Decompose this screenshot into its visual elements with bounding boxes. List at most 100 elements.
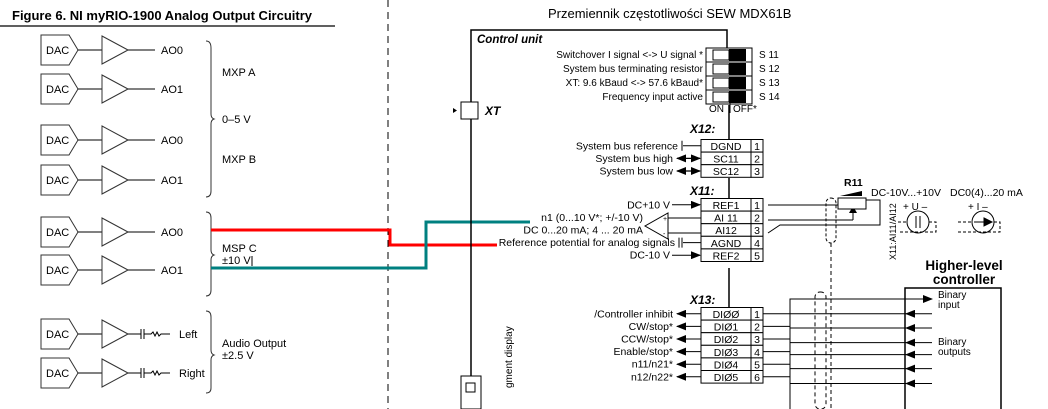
resistor-icon [144, 369, 170, 377]
binary-input-wire [789, 295, 933, 409]
terminal-name: AI12 [715, 225, 737, 237]
controller-title-1: Higher-level [925, 258, 1002, 273]
cable-shield-x13 [814, 291, 827, 409]
dac-block [40, 34, 79, 66]
xt-connector [460, 101, 479, 120]
group-label-msp-c: MSP C [222, 243, 257, 255]
resistor-icon [144, 330, 170, 338]
brace-mxp [205, 40, 216, 198]
segment-display-pin [465, 382, 476, 393]
binary-input-label-2: input [938, 300, 960, 311]
terminal-description: /Controller inhibit [594, 308, 673, 320]
dip-switch[interactable]: Switchover I signal <-> U signal * S 11 [556, 47, 779, 63]
terminal-name: DIØ2 [714, 334, 739, 346]
switch-toggle[interactable] [729, 77, 746, 89]
switch-id: S 13 [759, 78, 780, 89]
amplifier-icon [101, 35, 130, 65]
switch-id: S 12 [759, 64, 780, 75]
pin-number: 3 [754, 334, 760, 346]
switch-toggle[interactable] [729, 63, 746, 75]
control-unit-label: Control unit [477, 34, 543, 46]
dip-switch-block: Switchover I signal <-> U signal * S 11Sy… [556, 47, 780, 105]
plus-sign: + [663, 216, 667, 223]
pin-number: 2 [754, 154, 760, 166]
switch-off-label: OFF* [733, 104, 757, 115]
output-label: AO0 [161, 227, 183, 239]
output-label: AO1 [161, 84, 183, 96]
switch-label: Switchover I signal <-> U signal * [556, 50, 703, 61]
i-label: + I – [968, 202, 988, 213]
u-label: + U – [903, 202, 928, 213]
switch-slot [712, 91, 730, 103]
pin-number: 5 [754, 359, 760, 371]
pin-number: 2 [754, 322, 760, 334]
dac-label: DAC [46, 329, 69, 341]
brace-audio [205, 310, 216, 394]
terminal-name: DIØ4 [714, 359, 739, 371]
binary-outputs-label-2: outputs [938, 347, 971, 358]
terminal-name: SC12 [713, 166, 739, 178]
vertical-ref-label: X11:AI11/AI12 [888, 203, 898, 260]
terminal-name: REF1 [713, 200, 740, 212]
terminal-description: DC 0...20 mA; 4 ... 20 mA [523, 225, 643, 237]
dac-block [40, 216, 79, 248]
switch-slot [712, 77, 730, 89]
group-label-audio-range: ±2.5 V [222, 350, 254, 362]
switch-toggle[interactable] [729, 49, 746, 61]
brace-msp [205, 211, 216, 297]
output-label: AO1 [161, 175, 183, 187]
pin-number: 1 [754, 141, 760, 153]
amplifier-icon [101, 217, 130, 247]
dashed-lead [958, 221, 1001, 233]
terminal-name: SC11 [713, 154, 739, 166]
segment-display-label: gment display [504, 326, 515, 388]
opamp-input-icon [643, 212, 669, 240]
terminal-description: System bus reference [576, 140, 678, 152]
binary-input-label-1: Binary [938, 290, 966, 301]
switch-toggle[interactable] [729, 91, 746, 103]
voltage-source-label: DC-10V...+10V [871, 187, 941, 199]
current-source-label: DC0(4)...20 mA [950, 187, 1023, 199]
terminal-description: Reference potential for analog signals [499, 237, 675, 249]
terminal-description: DC-10 V [630, 250, 670, 262]
terminal-description: System bus high [595, 153, 673, 165]
pin-cell [750, 164, 764, 178]
amplifier-icon [101, 358, 130, 388]
switch-id: S 11 [759, 50, 779, 61]
terminal-row: SC11 2 System bus high [595, 151, 764, 166]
terminal-row: DIØ2 3 CCW/stop* [621, 332, 764, 346]
group-label-audio: Audio Output [222, 338, 286, 350]
group-label-msp-range: ±10 V [222, 255, 251, 267]
terminal-description: n1 (0...10 V*; +/-10 V) [541, 212, 643, 224]
dip-switch[interactable]: XT: 9.6 kBaud <-> 57.6 kBaud*S 13 [566, 75, 780, 91]
dac-block [40, 164, 79, 196]
current-source-arrow-icon [974, 217, 994, 227]
x13-label: X13: [689, 293, 715, 307]
output-label: Right [179, 368, 205, 380]
dac-block [40, 124, 79, 156]
amplifier-icon [101, 165, 130, 195]
group-label-range-0-5: 0–5 V [222, 114, 251, 126]
dashed-lead [898, 221, 937, 233]
terminal-name: AI 11 [714, 213, 738, 225]
amplifier-icon [101, 319, 130, 349]
switch-on-label: ON [709, 104, 724, 115]
terminal-description: DC+10 V [627, 199, 670, 211]
group-label-mxp-b: MXP B [222, 154, 256, 166]
dac-label: DAC [46, 84, 69, 96]
dac-block [40, 318, 79, 350]
terminal-name: DIØ3 [714, 347, 739, 359]
terminal-description: CCW/stop* [621, 334, 673, 346]
